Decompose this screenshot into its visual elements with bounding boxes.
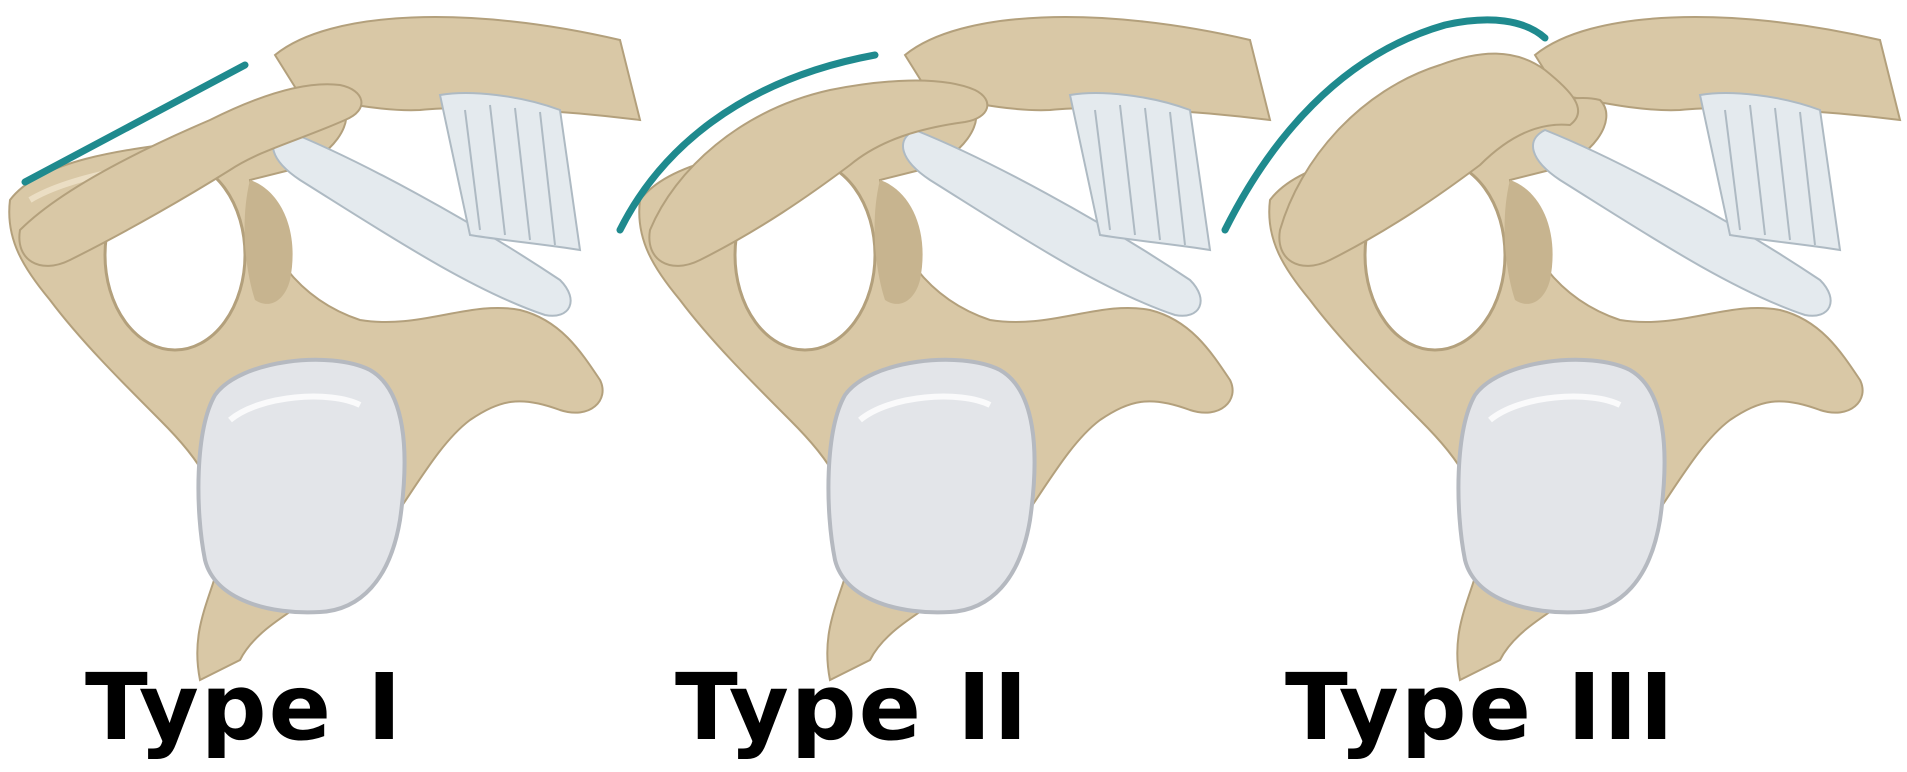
glenoid-fossa: [828, 360, 1034, 613]
type-label: Type II: [675, 658, 1030, 758]
type-label: Type I: [85, 658, 403, 758]
panel-type-3: Type III: [1260, 0, 1880, 772]
panel-type-1: Type I: [0, 0, 620, 772]
glenoid-fossa: [198, 360, 404, 613]
type-label: Type III: [1285, 658, 1676, 758]
panel-type-2: Type II: [630, 0, 1250, 772]
glenoid-fossa: [1458, 360, 1664, 613]
